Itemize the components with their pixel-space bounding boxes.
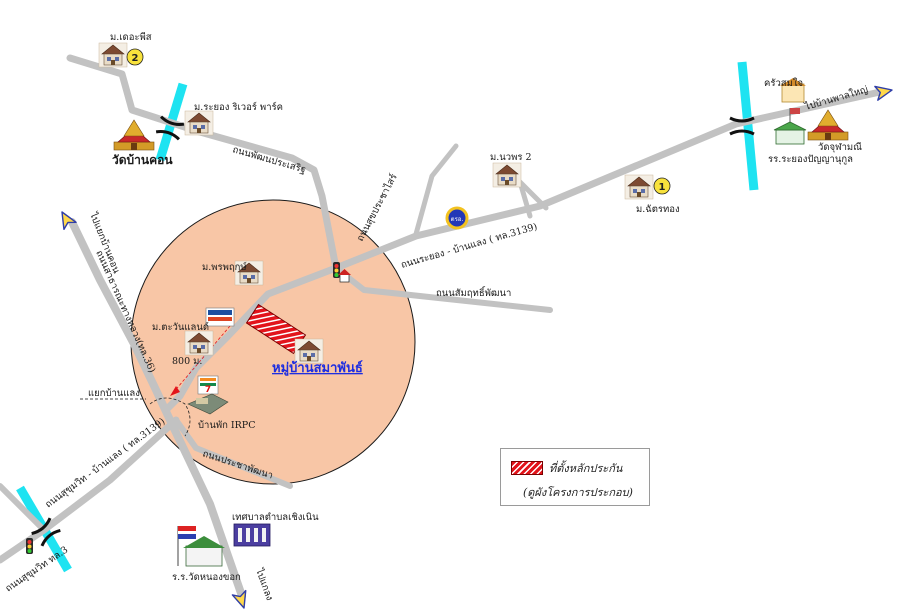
label-school-wat: ร.ร.วัดหนองขอก [172, 572, 241, 583]
label-municipality: เทศบาลตำบลเชิงเนิน [232, 512, 319, 523]
school-icon-east [773, 108, 807, 145]
marker-2-icon: 2 [126, 48, 144, 66]
irpc-compound-icon [187, 393, 229, 415]
label-wat-ban-khon: วัดบ้านคอน [112, 153, 173, 167]
traffic-light-icon-southwest [26, 538, 33, 554]
temple-icon-chulamani [807, 109, 849, 141]
svg-text:7: 7 [205, 385, 211, 395]
road-phatthana-prasoet [66, 54, 340, 272]
house-icon-chatthong [624, 174, 654, 200]
label-road-samphan: ถนนสัมฤทธิ์พัฒนา [436, 285, 511, 299]
label-distance: 800 ม. [172, 356, 202, 367]
road-rayong-banchang [332, 88, 884, 272]
legend: ที่ตั้งหลักประกัน (ดูผังโครงการประกอบ) [500, 448, 650, 506]
restaurant-icon [780, 78, 806, 103]
label-khrua-sombai: ครัวสมใจ [764, 77, 803, 89]
label-to-khlaeng: ไปแกลง [253, 566, 276, 602]
roads [0, 54, 884, 600]
house-small-icon [338, 269, 351, 283]
label-chatthong: ม.ฉัตรทอง [636, 204, 680, 215]
seven-eleven-logo: 7 [197, 375, 219, 395]
house-icon-tawan [184, 330, 214, 356]
junction-ring [149, 397, 191, 437]
svg-text:2: 2 [132, 53, 139, 64]
house-icon-nawaphon [492, 162, 522, 188]
house-icon-river-park [184, 110, 214, 136]
label-river-park: ม.ระยอง ริเวอร์ พาร์ค [194, 101, 283, 113]
label-dekphis: ม.เดอะพีส [110, 31, 152, 43]
road-prachaphatthana [173, 417, 293, 489]
temple-icon-ban-khon [113, 119, 155, 151]
school-icon-south [177, 526, 225, 567]
road-north-branch-a [413, 143, 459, 237]
label-wat-chulamani: วัดจุฬามณี [818, 141, 862, 153]
tesco-lotus-logo [205, 307, 235, 327]
label-tawan: ม.ตะวันแลนด์ [152, 321, 209, 333]
road-highway-36 [68, 218, 246, 600]
river-east [737, 61, 759, 191]
label-road-rayong-banchang: ถนนระยอง - บ้านแลง ( ทล.3139) [400, 221, 539, 271]
legend-title: ที่ตั้งหลักประกัน [549, 462, 623, 475]
legend-subtitle: (ดูผังโครงการประกอบ) [523, 486, 633, 499]
marker-1-icon: 1 [653, 177, 671, 195]
legend-swatch-icon [511, 461, 543, 475]
label-road-sukhaprachasan: ถนนสุขประชาไสร์ [354, 172, 400, 244]
road-southwest-spur [0, 483, 47, 533]
road-sukhumvit-banchang [0, 416, 180, 564]
radius-zone [130, 199, 416, 485]
label-road-sukhumvit-banchang: ถนนสุขุมวิท - บ้านแลง ( ทล.3139) [43, 416, 167, 510]
seal-icon: ตรอ. [445, 206, 469, 230]
legend-row: ที่ตั้งหลักประกัน [511, 459, 622, 477]
label-irpc: บ้านพัก IRPC [198, 420, 255, 431]
label-school-rayong: รร.ระยองปัญญานุกูล [768, 154, 853, 165]
distance-arrow-icon [170, 386, 180, 396]
traffic-light-icon-main [333, 262, 340, 278]
municipality-icon [233, 523, 271, 547]
house-icon-project [294, 338, 324, 364]
label-phruksa: ม.พรพฤกษ์ [202, 261, 247, 273]
house-icon-dekphis [98, 42, 128, 68]
label-yaek-ban-laeng: แยกบ้านแลง [88, 388, 140, 399]
svg-text:ตรอ.: ตรอ. [451, 216, 464, 223]
label-nawaphon: ม.นวพร 2 [490, 152, 532, 163]
svg-text:1: 1 [659, 182, 666, 193]
label-project: หมู่บ้านสมาพันธ์ [272, 360, 363, 376]
